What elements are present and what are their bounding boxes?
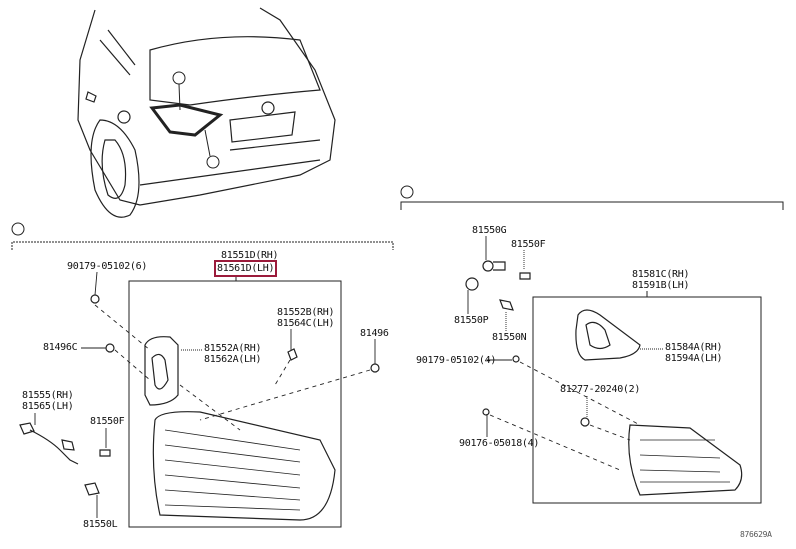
part-number-bulb-f[interactable]: 81550F xyxy=(90,416,125,427)
part-number-bulb-g[interactable]: 81550G xyxy=(472,225,507,236)
section-1-artwork xyxy=(11,222,394,528)
part-number-gasket-rh[interactable]: 81552B(RH) xyxy=(277,307,335,318)
part-number-nut-2[interactable]: 90176-05018(4) xyxy=(459,438,540,449)
diagram-code: 876629A xyxy=(740,530,772,539)
part-number-nut[interactable]: 81496 xyxy=(360,328,389,339)
part-number-cover-lh-2[interactable]: 81594A(LH) xyxy=(665,353,723,364)
car-illustration xyxy=(77,7,336,218)
part-number-bulb-l[interactable]: 81550L xyxy=(83,519,118,530)
part-number-bulb-n[interactable]: 81550N xyxy=(492,332,527,343)
part-number-cover-lh[interactable]: 81562A(LH) xyxy=(204,354,262,365)
part-number-screw[interactable]: 90179-05102(6) xyxy=(67,261,148,272)
part-number-socket-lh[interactable]: 81565(LH) xyxy=(22,401,74,412)
part-number-socket-p[interactable]: 81550P xyxy=(454,315,489,326)
part-number-screw-2[interactable]: 90179-05102(4) xyxy=(416,355,497,366)
part-number-gasket-lh[interactable]: 81564C(LH) xyxy=(277,318,335,329)
part-number-grommet[interactable]: 81277-20240(2) xyxy=(560,384,641,395)
section-2-artwork xyxy=(400,185,784,504)
part-number-cover-rh[interactable]: 81552A(RH) xyxy=(204,343,262,354)
part-number-81591b-lh[interactable]: 81591B(LH) xyxy=(632,280,690,291)
part-number-cover-rh-2[interactable]: 81584A(RH) xyxy=(665,342,723,353)
part-number-clip[interactable]: 81496C xyxy=(43,342,78,353)
part-number-81561d-lh-highlighted[interactable]: 81561D(LH) xyxy=(213,260,278,277)
part-number-81551d-rh[interactable]: 81551D(RH) xyxy=(221,250,279,261)
part-number-bulb-f-2[interactable]: 81550F xyxy=(511,239,546,250)
part-number-81581c-rh[interactable]: 81581C(RH) xyxy=(632,269,690,280)
part-number-socket-rh[interactable]: 81555(RH) xyxy=(22,390,74,401)
